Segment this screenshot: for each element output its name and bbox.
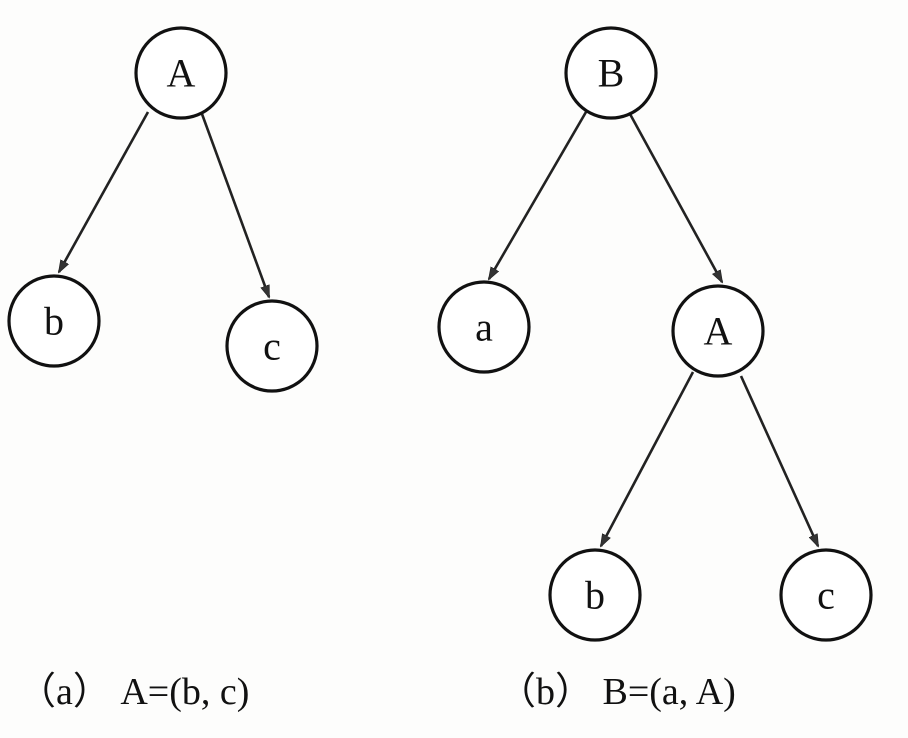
tree-b-node-subtree-left: b <box>548 548 642 642</box>
node-label: c <box>817 573 835 618</box>
tree-b-node-root: B <box>564 26 658 120</box>
caption-b: （b） B=(a, A) <box>498 671 736 713</box>
node-label: A <box>704 309 733 354</box>
edge-b-root-to-subtree <box>628 113 724 282</box>
tree-b-edges <box>489 111 820 546</box>
edge-a-root-to-c <box>200 113 271 297</box>
tree-b-node-left: a <box>437 280 531 374</box>
tree-a-edges <box>57 111 271 297</box>
caption-a: （a） A=(b, c) <box>18 671 249 713</box>
edge-subtree-to-c <box>739 375 820 546</box>
node-label: a <box>475 305 493 350</box>
node-label: b <box>44 299 64 344</box>
node-label: c <box>263 324 281 369</box>
edge-subtree-to-b <box>599 371 695 546</box>
edge-a-root-to-b <box>57 111 150 272</box>
node-label: b <box>585 573 605 618</box>
edge-b-root-to-a <box>489 111 588 279</box>
tree-a-node-root: A <box>134 26 228 120</box>
tree-a-node-right: c <box>225 299 319 393</box>
tree-a-node-left: b <box>7 274 101 368</box>
node-label: B <box>598 51 625 96</box>
tree-b-node-subtree-right: c <box>779 548 873 642</box>
tree-b-node-subtree-root: A <box>671 284 765 378</box>
node-label: A <box>167 51 196 96</box>
